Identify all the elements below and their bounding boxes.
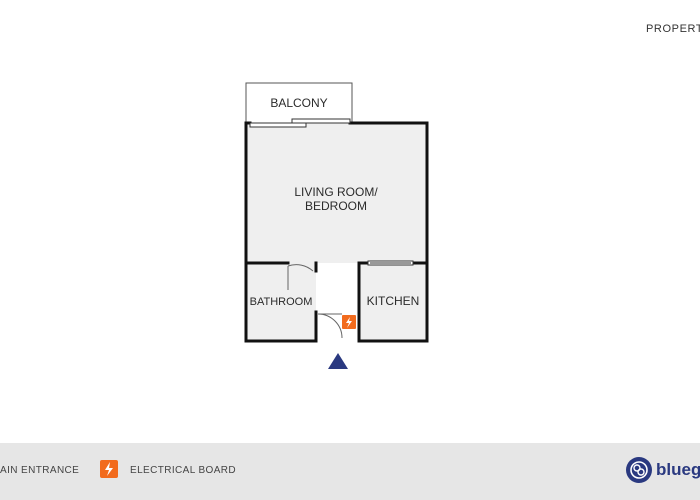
electrical-board-icon (100, 460, 118, 478)
kitchen-window (367, 260, 414, 266)
living-room-label-line2: BEDROOM (305, 199, 367, 213)
walls (244, 121, 429, 343)
brand-name: blueg (656, 460, 700, 479)
balcony-label: BALCONY (270, 96, 327, 110)
legend-main-entrance: AIN ENTRANCE (0, 465, 80, 476)
brand-logo-icon (626, 457, 652, 483)
living-room: LIVING ROOM/ BEDROOM (246, 123, 427, 263)
electrical-board-marker (342, 315, 356, 329)
hallway-floor (318, 263, 358, 341)
kitchen-room: KITCHEN (359, 263, 427, 341)
bathroom-label: BATHROOM (250, 296, 313, 308)
main-entrance-triangle-icon (328, 353, 348, 369)
entrance-door (317, 313, 343, 339)
balcony-room: BALCONY (245, 82, 353, 124)
legend-electrical-board: ELECTRICAL BOARD (130, 465, 237, 476)
bathroom-room: BATHROOM (246, 263, 316, 341)
floor-plan: BALCONY LIVING ROOM/ BEDROOM BATHROOM KI… (244, 82, 429, 369)
bathroom-door (287, 264, 314, 290)
living-room-label-line1: LIVING ROOM/ (294, 185, 378, 199)
lightning-icon (346, 317, 352, 328)
balcony-sliding-door (249, 118, 351, 128)
kitchen-label: KITCHEN (367, 294, 420, 308)
legend-bar: AIN ENTRANCE ELECTRICAL BOARD blueg (0, 443, 700, 500)
corner-label: PROPERTY (646, 23, 700, 35)
brand-logo: blueg (626, 457, 700, 485)
